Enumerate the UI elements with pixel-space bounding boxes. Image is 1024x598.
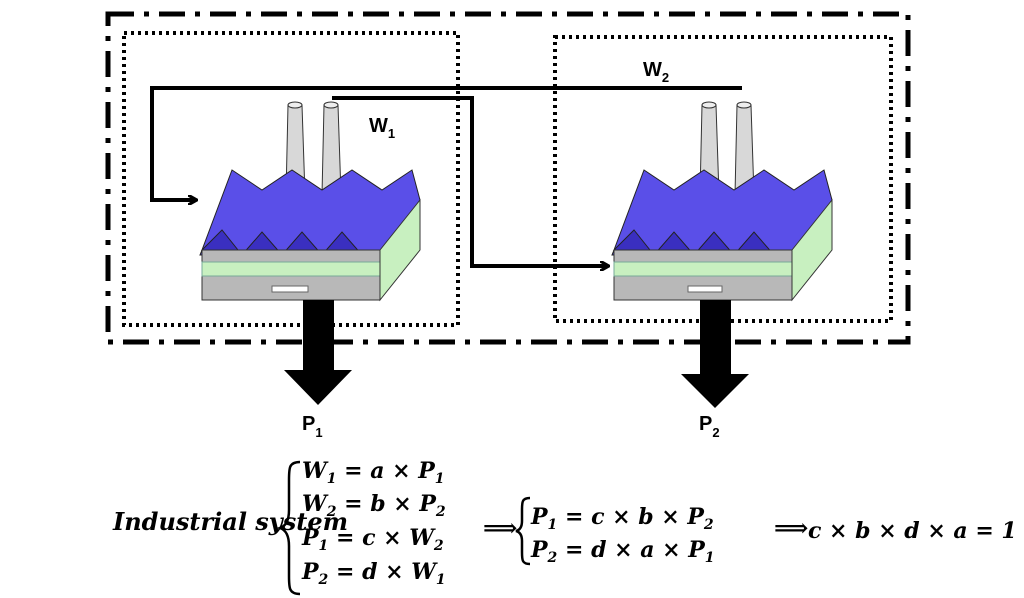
implies-symbol-2: ⟹	[774, 513, 808, 542]
svg-text:P2 = d × a × P1: P2 = d × a × P1	[530, 537, 715, 566]
system-boundary	[105, 11, 911, 345]
w2-flow-arrow	[150, 86, 742, 200]
p1-output-arrow	[284, 300, 352, 405]
p2-output-arrow	[681, 300, 749, 408]
svg-text:W1 = a × P1: W1 = a × P1	[302, 458, 445, 487]
svg-text:P1 = c × W2: P1 = c × W2	[301, 525, 444, 554]
svg-text:P2 = d × W1: P2 = d × W1	[301, 559, 446, 588]
svg-text:P1 = c × b × P2: P1 = c × b × P2	[530, 504, 714, 533]
left-equations: W1 = a × P1 W2 = b × P2 P1 = c × W2 P2 =…	[301, 458, 446, 588]
result-equation: c × b × d × a = 1	[808, 518, 1017, 544]
w2-label: W2	[643, 59, 669, 85]
middle-equations: P1 = c × b × P2 P2 = d × a × P1	[530, 504, 715, 566]
system-label: Industrial system	[112, 507, 348, 536]
p1-label: P1	[302, 413, 323, 440]
w1-label: W1	[369, 115, 395, 141]
svg-text:W2 = b × P2: W2 = b × P2	[302, 491, 446, 520]
implies-symbol-1: ⟹	[483, 513, 517, 542]
w1-flow-arrow	[332, 96, 608, 266]
factory-1	[199, 101, 421, 302]
middle-brace	[515, 496, 531, 566]
factory-1-boundary	[122, 31, 460, 327]
factory-2	[611, 101, 833, 302]
p2-label: P2	[699, 413, 720, 440]
factory-2-boundary	[553, 35, 893, 323]
left-brace	[276, 460, 301, 596]
